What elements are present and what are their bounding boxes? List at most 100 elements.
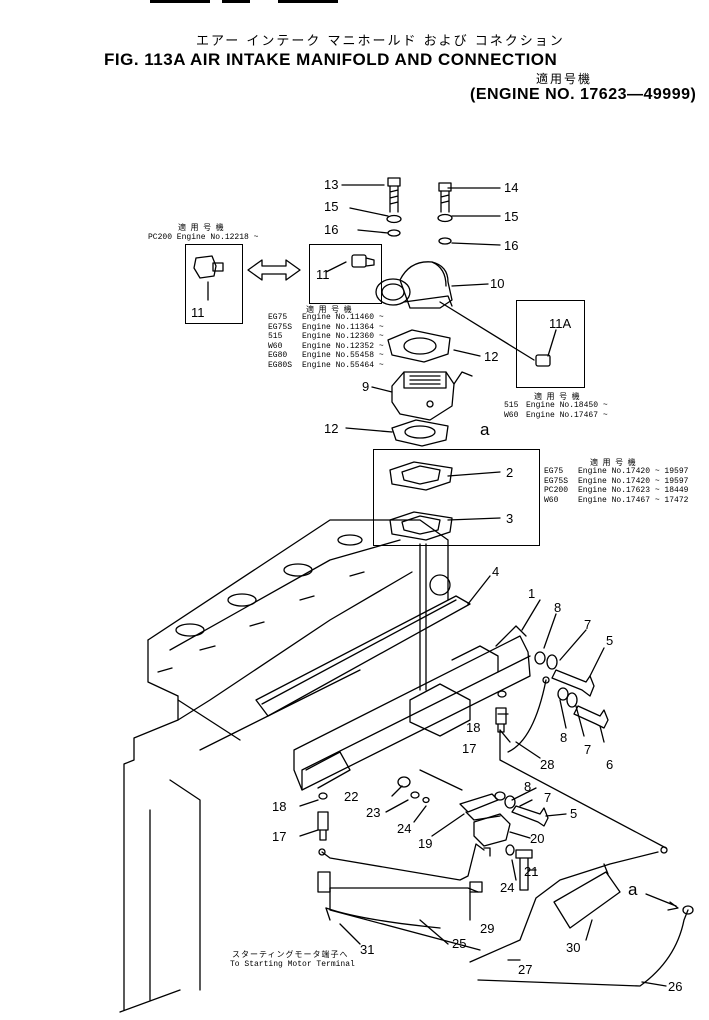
callout-29: 29 [480,921,495,936]
callout-16: 16 [504,238,519,253]
bolt-5 [552,670,594,696]
gasket-12 [388,330,450,362]
callout-28: 28 [540,757,555,772]
callout-27: 27 [518,962,533,977]
left-part-number: 11 [316,267,330,282]
callout-12: 12 [484,349,499,364]
gasket-2 [390,462,452,490]
right-variant-box [516,300,585,388]
starting-motor-note-jp: スターティングモータ端子へ [232,950,349,959]
callout-a: a [480,420,490,439]
pc200-engine-label: PC200 Engine No.12218 ~ [148,233,259,242]
washer-7 [567,693,577,707]
title-japanese: エアー インテーク マニホールド および コネクション [196,34,565,49]
callout-5: 5 [606,633,614,648]
gasket-3 [390,512,452,540]
part-11a-plug [536,355,550,366]
applicable-label: 適用号機 [536,72,593,86]
right-part-number: 11A [549,316,572,331]
relay-20 [474,814,510,846]
callout-16: 16 [324,222,339,237]
elbow-10 [376,262,452,308]
bolt-6 [574,706,608,728]
callout-19: 19 [418,836,433,851]
washer-15 [438,215,452,222]
washer-8 [495,792,505,800]
right-applic-label: 適 用 号 機 [534,392,581,401]
callout-9: 9 [362,379,370,394]
washer-16 [388,230,400,236]
callout-3: 3 [506,511,514,526]
starting-motor-note-en: To Starting Motor Terminal [230,960,355,969]
callout-30: 30 [566,940,581,955]
callout-22: 22 [344,789,359,804]
callout-14: 14 [504,180,519,195]
washer-8 [558,688,568,700]
callout-20: 20 [530,831,545,846]
washer-7 [547,655,557,669]
wire-28 [508,680,546,752]
pc200-part-number: 11 [191,305,205,320]
washer-22 [411,792,419,798]
gasket-12 [392,420,448,446]
pc200-applic-label: 適 用 号 機 [178,223,225,232]
left-variant-box [309,244,382,304]
callout-21: 21 [524,864,539,879]
cable-31 [326,908,440,928]
washer-8 [535,652,545,664]
callout-12: 12 [324,421,339,436]
nut-23 [398,777,410,787]
callout-10: 10 [490,276,505,291]
manifold-1 [294,626,530,790]
scan-edge-bar [222,0,250,3]
callout-17: 17 [462,741,477,756]
bolt-5 [512,806,548,826]
callout-8: 8 [560,730,568,745]
callout-7: 7 [544,790,552,805]
engine-block [120,520,450,1012]
washer-24 [423,798,429,803]
nut-terminal [318,872,330,892]
bracket-30 [554,872,620,928]
callout-a: a [628,880,638,899]
cable-29 [330,888,478,892]
sensor-17-18 [318,793,328,840]
callout-5: 5 [570,806,578,821]
left-applic-label: 適 用 号 機 [306,305,353,314]
washer-16 [439,238,451,244]
scan-edge-bar [150,0,210,3]
washer-15 [387,216,401,223]
bolt-21 [516,850,532,890]
callout-2: 2 [506,465,514,480]
callout-7: 7 [584,742,592,757]
callout-13: 13 [324,177,339,192]
callout-15: 15 [504,209,519,224]
washer-7 [505,796,515,808]
callout-18: 18 [272,799,287,814]
callout-4: 4 [492,564,500,579]
heater-9 [392,372,472,420]
callout-8: 8 [554,600,562,615]
callout-24: 24 [397,821,412,836]
sensor-17-18 [496,691,506,732]
double-arrow [248,260,300,280]
callout-31: 31 [360,942,375,957]
part-11-pc200 [194,256,223,278]
callout-18: 18 [466,720,481,735]
cable-25 [322,844,484,880]
callout-7: 7 [584,617,592,632]
callout-23: 23 [366,805,381,820]
part-11-plug [352,255,374,267]
